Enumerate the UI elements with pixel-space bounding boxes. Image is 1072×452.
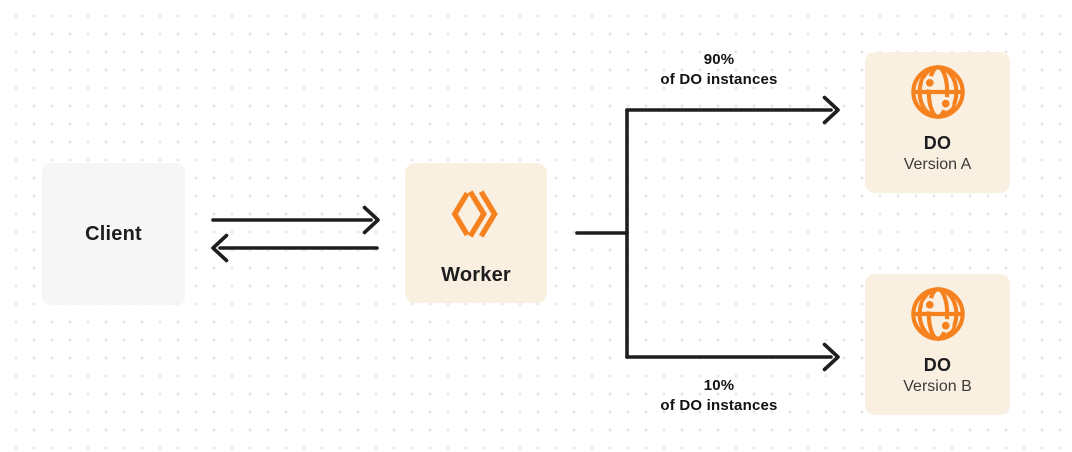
workers-icon xyxy=(451,190,498,238)
do-b-title: DO xyxy=(923,355,952,375)
edge-label-caption: of DO instances xyxy=(660,397,778,414)
globe-icon xyxy=(910,65,965,119)
arrow-worker-to-client xyxy=(211,233,379,263)
edge-label-10-percent: 10% of DO instances xyxy=(619,376,819,416)
globe-icon xyxy=(910,287,965,341)
arrow-client-to-worker xyxy=(211,205,380,235)
branch-connector xyxy=(575,108,629,359)
do-a-title: DO xyxy=(923,133,952,153)
edge-label-percent: 90% xyxy=(703,51,735,68)
do-b-subtitle: Version B xyxy=(903,378,972,395)
edge-label-caption: of DO instances xyxy=(660,71,778,88)
do-version-a-node: DO Version A xyxy=(865,52,1010,193)
worker-node: Worker xyxy=(405,163,547,303)
edge-label-percent: 10% xyxy=(703,377,735,394)
do-a-subtitle: Version A xyxy=(903,156,972,173)
do-version-b-node: DO Version B xyxy=(865,274,1010,415)
edge-label-90-percent: 90% of DO instances xyxy=(619,50,819,90)
arrow-to-do-version-b xyxy=(625,342,840,372)
worker-label: Worker xyxy=(441,264,511,286)
arrow-to-do-version-a xyxy=(625,95,840,125)
client-node: Client xyxy=(42,163,185,305)
client-label: Client xyxy=(85,222,142,245)
